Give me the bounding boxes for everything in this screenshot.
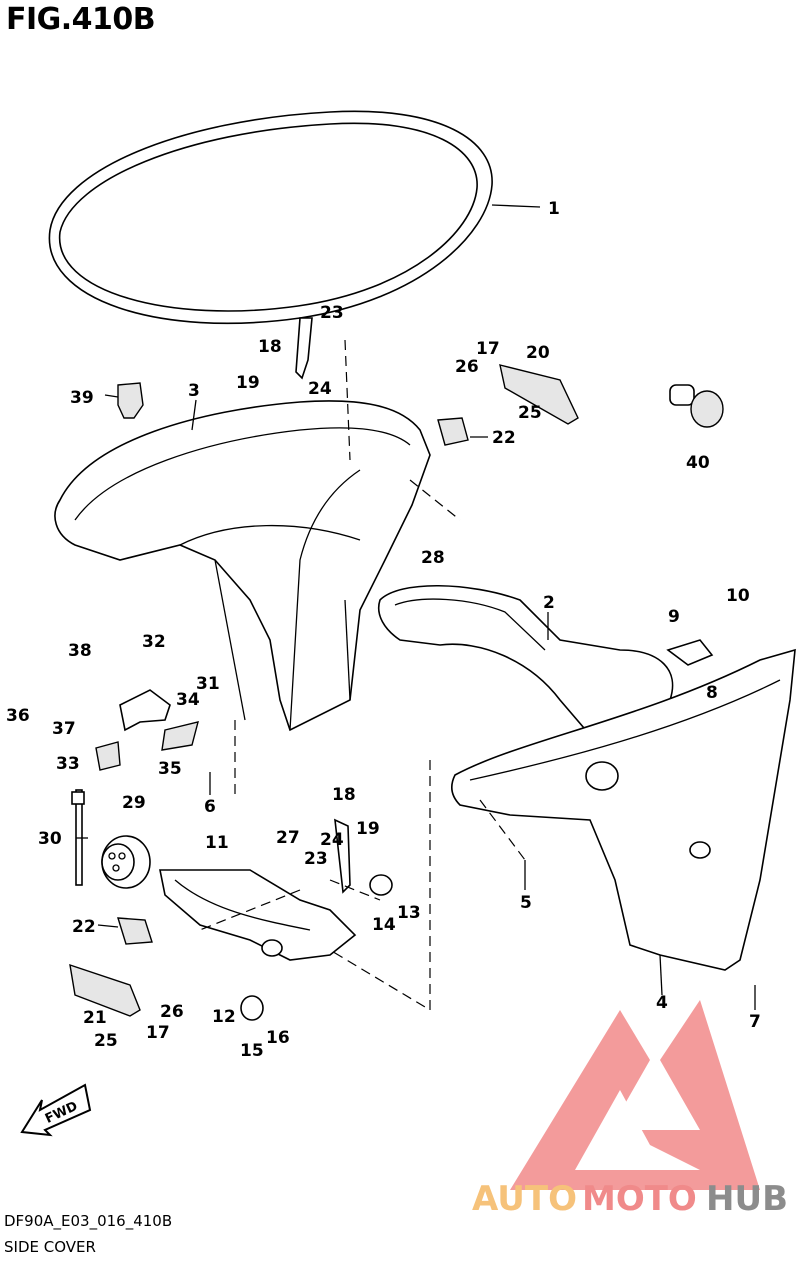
watermark-hub: HUB xyxy=(706,1179,788,1219)
callout-30: 30 xyxy=(38,829,62,849)
callout-25a: 25 xyxy=(518,403,542,423)
watermark-moto: MOTO xyxy=(582,1179,697,1219)
callout-15: 15 xyxy=(240,1041,264,1061)
callout-26b: 26 xyxy=(160,1002,184,1022)
callout-37: 37 xyxy=(52,719,76,739)
watermark-auto: AUTO xyxy=(472,1179,577,1219)
callout-13: 13 xyxy=(397,903,421,923)
callout-24b: 24 xyxy=(320,830,344,850)
callout-9: 9 xyxy=(668,607,680,627)
callout-10: 10 xyxy=(726,586,750,606)
watermark-logo xyxy=(510,1000,760,1190)
callout-33: 33 xyxy=(56,754,80,774)
callout-19b: 19 xyxy=(356,819,380,839)
callout-7: 7 xyxy=(749,1012,761,1032)
callout-23b: 23 xyxy=(304,849,328,869)
figure-title: FIG.410B xyxy=(6,2,156,37)
callout-18a: 18 xyxy=(258,337,282,357)
callout-18b: 18 xyxy=(332,785,356,805)
callout-3: 3 xyxy=(188,381,200,401)
callout-12: 12 xyxy=(212,1007,236,1027)
callout-39: 39 xyxy=(70,388,94,408)
callout-34: 34 xyxy=(176,690,200,710)
latch-part-22b xyxy=(117,917,153,945)
handle-part-20 xyxy=(499,364,579,425)
drawing-code: DF90A_E03_016_410B xyxy=(4,1212,173,1230)
callout-5: 5 xyxy=(520,893,532,913)
callout-labels: 1 2 3 4 5 6 7 8 9 10 11 12 13 14 15 16 1… xyxy=(6,199,761,1061)
seal-ring-part xyxy=(48,110,493,325)
watermark-text: AUTO MOTO HUB xyxy=(472,1179,788,1219)
latch-part-22a xyxy=(437,417,469,446)
assembly-dashed-lines xyxy=(199,339,526,1012)
handle-part-21 xyxy=(69,963,141,1017)
callout-20: 20 xyxy=(526,343,550,363)
figure-caption: SIDE COVER xyxy=(4,1238,96,1256)
callout-6: 6 xyxy=(204,797,216,817)
callout-22b: 22 xyxy=(72,917,96,937)
callout-32: 32 xyxy=(142,632,166,652)
callout-17a: 17 xyxy=(476,339,500,359)
fwd-arrow-icon: FWD xyxy=(20,1083,92,1137)
callout-1: 1 xyxy=(548,199,560,219)
callout-35: 35 xyxy=(158,759,182,779)
pad-part-34 xyxy=(161,721,199,751)
callout-38: 38 xyxy=(68,641,92,661)
callout-31: 31 xyxy=(196,674,220,694)
callout-36: 36 xyxy=(6,706,30,726)
callout-17b: 17 xyxy=(146,1023,170,1043)
callout-27: 27 xyxy=(276,828,300,848)
callout-22a: 22 xyxy=(492,428,516,448)
grommet-part-15 xyxy=(240,995,264,1021)
callout-4: 4 xyxy=(656,993,668,1013)
lower-bracket-part xyxy=(159,869,357,961)
callout-16: 16 xyxy=(266,1028,290,1048)
grommet-part-14 xyxy=(369,874,393,896)
bracket-part-31 xyxy=(119,689,171,732)
main-side-cover-part xyxy=(450,648,796,971)
callout-24a: 24 xyxy=(308,379,332,399)
lever-part-18b xyxy=(334,818,351,894)
callout-14: 14 xyxy=(372,915,396,935)
callout-leaders xyxy=(76,204,756,1010)
block-part-33 xyxy=(95,741,121,771)
callout-23a: 23 xyxy=(320,303,344,323)
callout-25b: 25 xyxy=(94,1031,118,1051)
lever-part-18a xyxy=(295,317,313,380)
callout-28: 28 xyxy=(421,548,445,568)
grommet-part-29 xyxy=(101,835,151,889)
callout-11: 11 xyxy=(205,833,229,853)
callout-21: 21 xyxy=(83,1008,107,1028)
clip-part-39 xyxy=(117,382,144,419)
callout-19a: 19 xyxy=(236,373,260,393)
upper-side-cover-part xyxy=(54,400,431,732)
callout-40: 40 xyxy=(686,453,710,473)
callout-29: 29 xyxy=(122,793,146,813)
callout-2: 2 xyxy=(543,593,555,613)
callout-26a: 26 xyxy=(455,357,479,377)
callout-8: 8 xyxy=(706,683,718,703)
bracket-part-9 xyxy=(666,639,714,666)
knob-part-40 xyxy=(669,384,724,428)
